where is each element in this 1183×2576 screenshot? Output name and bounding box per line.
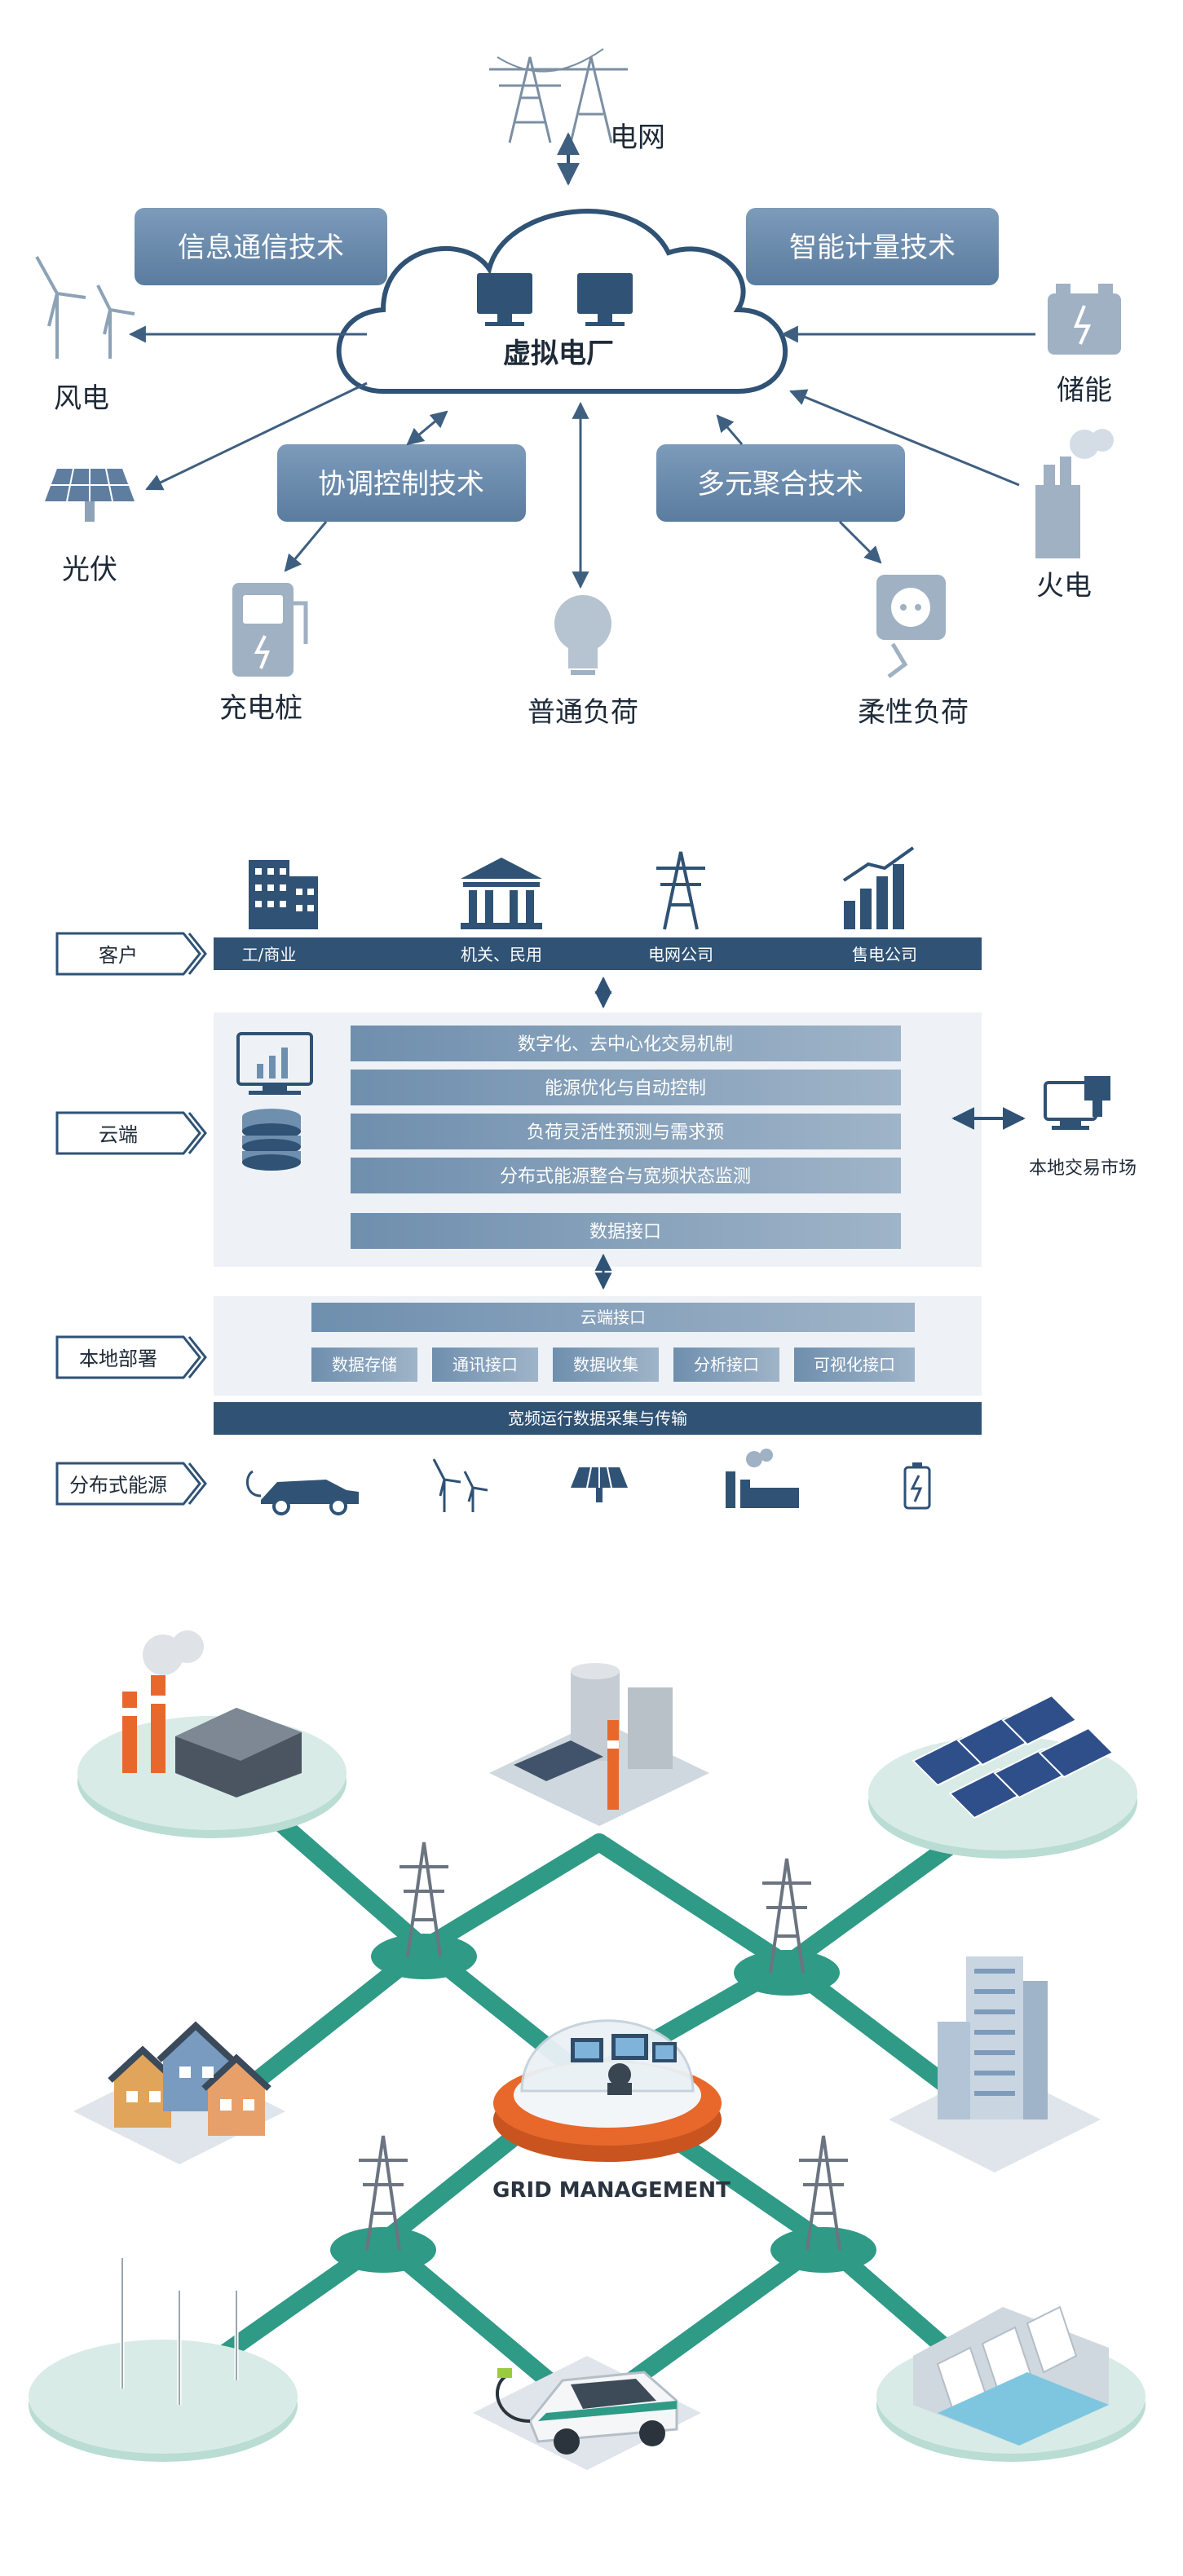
vpp-connectors	[128, 325, 1035, 589]
solar-farm-platform	[868, 1694, 1137, 1859]
wind-turbine-icon	[35, 256, 135, 359]
node-flexible-load-label: 柔性负荷	[858, 696, 969, 729]
svg-text:宽频运行数据采集与传输: 宽频运行数据采集与传输	[508, 1409, 687, 1428]
architecture-canvas: 客户 云端 本地部署 分布式能源	[55, 846, 1137, 1515]
row-label-cloud: 云端	[55, 1111, 207, 1155]
row-label-customer: 客户	[55, 932, 207, 976]
hub-node	[371, 1842, 477, 1979]
svg-text:能源优化与自动控制: 能源优化与自动控制	[545, 1078, 706, 1099]
hub-node	[770, 2135, 876, 2273]
government-building-icon	[461, 858, 542, 929]
svg-text:多元聚合技术: 多元聚合技术	[697, 468, 863, 501]
grid-canvas: GRID MANAGEMENT	[29, 1630, 1145, 2470]
transmission-bar: 宽频运行数据采集与传输	[214, 1402, 982, 1435]
vpp-diagram: 电网 虚拟电厂 信息通信技术 智能计量技术 协调控制技术 多元聚合技术	[0, 0, 1183, 766]
svg-text:分布式能源整合与宽频状态监测: 分布式能源整合与宽频状态监测	[500, 1167, 751, 1187]
customer-grid-company: 电网公司	[648, 945, 713, 964]
row-label-local: 本地部署	[55, 1335, 207, 1379]
cloud-bar-optimization: 能源优化与自动控制	[351, 1070, 901, 1105]
vpp-center-label: 虚拟电厂	[503, 337, 614, 370]
node-storage-label: 储能	[1057, 374, 1112, 407]
tech-box-aggregation: 多元聚合技术	[656, 444, 905, 522]
local-module-visualization: 可视化接口	[794, 1348, 915, 1382]
svg-text:信息通信技术: 信息通信技术	[178, 232, 344, 264]
svg-text:数据收集: 数据收集	[573, 1355, 638, 1374]
solar-panel-icon	[45, 468, 135, 522]
electric-car-platform	[473, 2356, 701, 2470]
battery-storage-icon	[1048, 284, 1121, 355]
cloud-bar-forecast: 负荷灵活性预测与需求预	[351, 1114, 901, 1149]
transmission-tower-icon	[489, 48, 628, 143]
transmission-tower-icon	[656, 851, 705, 930]
computer-chart-icon	[236, 1032, 313, 1095]
customer-public: 机关、民用	[461, 945, 542, 964]
market-label: 本地交易市场	[1029, 1158, 1137, 1179]
chemical-plant-platform	[489, 1663, 709, 1826]
market-terminal-icon	[1044, 1076, 1110, 1130]
wind-turbine-icon	[432, 1458, 488, 1512]
svg-text:客户: 客户	[99, 944, 138, 967]
hub-node	[734, 1858, 840, 1996]
node-charger-label: 充电桩	[219, 692, 302, 725]
wind-farm-platform	[29, 2224, 298, 2462]
battery-icon	[903, 1462, 931, 1510]
customer-bar	[214, 937, 982, 970]
customer-retailer: 售电公司	[852, 945, 917, 964]
cloud-bar-monitoring: 分布式能源整合与宽频状态监测	[351, 1158, 901, 1193]
grid-management-illustration: GRID MANAGEMENT	[0, 1598, 1183, 2576]
houses-platform	[73, 2021, 285, 2164]
office-building-icon	[249, 860, 318, 929]
monitor-icon	[577, 273, 633, 326]
vpp-cloud	[336, 209, 788, 394]
local-module-communication: 通讯接口	[432, 1348, 538, 1382]
node-general-load-label: 普通负荷	[527, 696, 638, 729]
svg-text:云端接口: 云端接口	[580, 1308, 646, 1327]
architecture-diagram: 客户 云端 本地部署 分布式能源	[0, 823, 1183, 1557]
svg-text:协调控制技术: 协调控制技术	[318, 468, 484, 501]
bar-chart-icon	[842, 846, 915, 929]
local-module-storage: 数据存储	[311, 1348, 417, 1382]
cloud-data-interface-bar: 数据接口	[351, 1213, 901, 1249]
factory-icon	[726, 1449, 799, 1508]
node-thermal-label: 火电	[1036, 570, 1092, 602]
monitor-icon	[477, 273, 532, 326]
svg-text:本地部署: 本地部署	[79, 1348, 157, 1370]
factory-platform	[77, 1630, 347, 1838]
electric-car-icon	[245, 1470, 359, 1515]
svg-text:数据接口: 数据接口	[589, 1222, 661, 1242]
local-cloud-interface-bar: 云端接口	[311, 1303, 915, 1332]
vpp-canvas: 电网 虚拟电厂 信息通信技术 智能计量技术 协调控制技术 多元聚合技术	[35, 48, 1121, 729]
hydro-dam-platform	[876, 2305, 1145, 2462]
svg-text:负荷灵活性预测与需求预: 负荷灵活性预测与需求预	[527, 1123, 724, 1143]
svg-text:通讯接口: 通讯接口	[452, 1355, 518, 1374]
node-solar-label: 光伏	[62, 554, 117, 586]
svg-text:分析接口: 分析接口	[694, 1355, 759, 1374]
office-tower-platform	[889, 1956, 1101, 2172]
row-label-distributed: 分布式能源	[55, 1462, 207, 1506]
svg-text:分布式能源: 分布式能源	[69, 1474, 167, 1497]
svg-text:智能计量技术: 智能计量技术	[789, 232, 956, 264]
svg-text:数据存储: 数据存储	[332, 1355, 397, 1374]
svg-text:云端: 云端	[99, 1123, 138, 1146]
customer-industrial: 工/商业	[242, 945, 297, 964]
power-socket-icon	[876, 575, 946, 678]
solar-panel-icon	[571, 1467, 628, 1502]
light-bulb-icon	[554, 595, 611, 675]
node-wind-label: 风电	[54, 382, 109, 415]
local-module-analysis: 分析接口	[673, 1348, 779, 1382]
grid-management-hub	[493, 2019, 722, 2162]
charging-pile-icon	[232, 583, 308, 677]
thermal-plant-icon	[1035, 429, 1114, 558]
svg-text:数字化、去中心化交易机制: 数字化、去中心化交易机制	[518, 1034, 733, 1055]
svg-text:可视化接口: 可视化接口	[814, 1355, 895, 1374]
tech-box-ict: 信息通信技术	[135, 208, 387, 285]
grid-label: 电网	[610, 121, 665, 154]
database-icon	[242, 1109, 301, 1171]
local-module-collection: 数据收集	[553, 1348, 659, 1382]
grid-management-label: GRID MANAGEMENT	[492, 2178, 731, 2203]
tech-box-metering: 智能计量技术	[746, 208, 999, 285]
hub-node	[330, 2135, 436, 2273]
cloud-bar-trading: 数字化、去中心化交易机制	[351, 1026, 901, 1061]
tech-box-coordination: 协调控制技术	[277, 444, 526, 522]
